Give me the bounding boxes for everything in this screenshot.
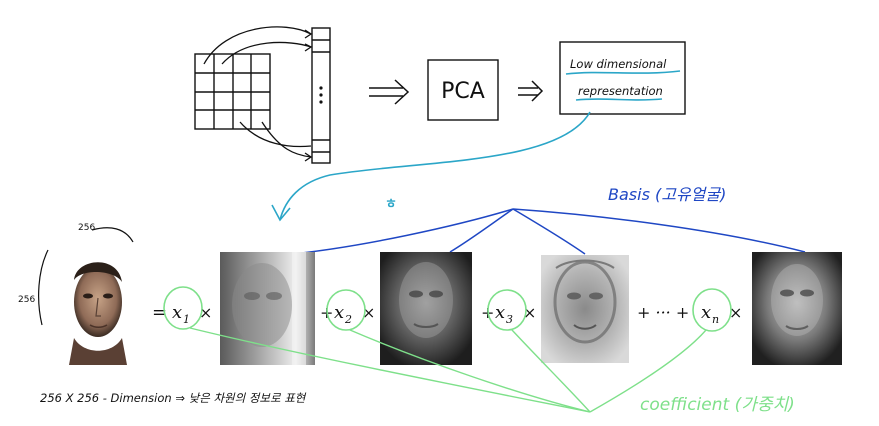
coefficient-annotation: coefficient (가중치) xyxy=(640,395,795,415)
pixel-grid xyxy=(194,53,271,130)
coef-x1: x xyxy=(172,302,182,323)
column-vector xyxy=(311,27,331,164)
arrow-to-representation xyxy=(518,80,544,102)
pca-box xyxy=(427,59,499,121)
coefficient-circles xyxy=(163,286,732,332)
height-label: 256 xyxy=(18,295,35,305)
coef-x2: x xyxy=(334,302,344,323)
coef-xn: x xyxy=(701,302,711,323)
eigenface-1-image xyxy=(220,252,315,365)
representation-box xyxy=(559,41,686,115)
plus-dots: + ··· + xyxy=(637,303,689,322)
representation-line1: Low dimensional xyxy=(570,57,667,71)
coefficient-lines xyxy=(189,327,707,413)
eigenface-3-image xyxy=(541,255,629,363)
pca-label: PCA xyxy=(441,79,485,104)
coef-x2-subscript: 2 xyxy=(344,313,352,326)
coef-x1-subscript: 1 xyxy=(183,313,190,326)
times-4: × xyxy=(729,303,742,322)
dimension-note: 256 X 256 - Dimension ⇒ 낮은 차원의 정보로 표현 xyxy=(40,391,307,405)
representation-line2: representation xyxy=(578,84,663,98)
teal-arrow xyxy=(271,111,591,222)
flatten-arrows xyxy=(203,26,313,162)
eigenface-2-image xyxy=(380,252,472,365)
representation-underlines xyxy=(565,70,681,101)
basis-lines xyxy=(281,208,806,256)
coef-x3-subscript: 3 xyxy=(506,313,513,326)
original-face-image xyxy=(67,250,127,365)
arrow-to-pca xyxy=(369,79,410,105)
width-label: 256 xyxy=(78,223,95,233)
coef-x3: x xyxy=(495,302,505,323)
basis-annotation: Basis (고유얼굴) xyxy=(608,185,726,204)
small-mark: ㅎ xyxy=(385,197,397,212)
coef-xn-subscript: n xyxy=(712,313,719,326)
size-brackets xyxy=(38,227,134,326)
eigenface-n-image xyxy=(752,252,842,365)
